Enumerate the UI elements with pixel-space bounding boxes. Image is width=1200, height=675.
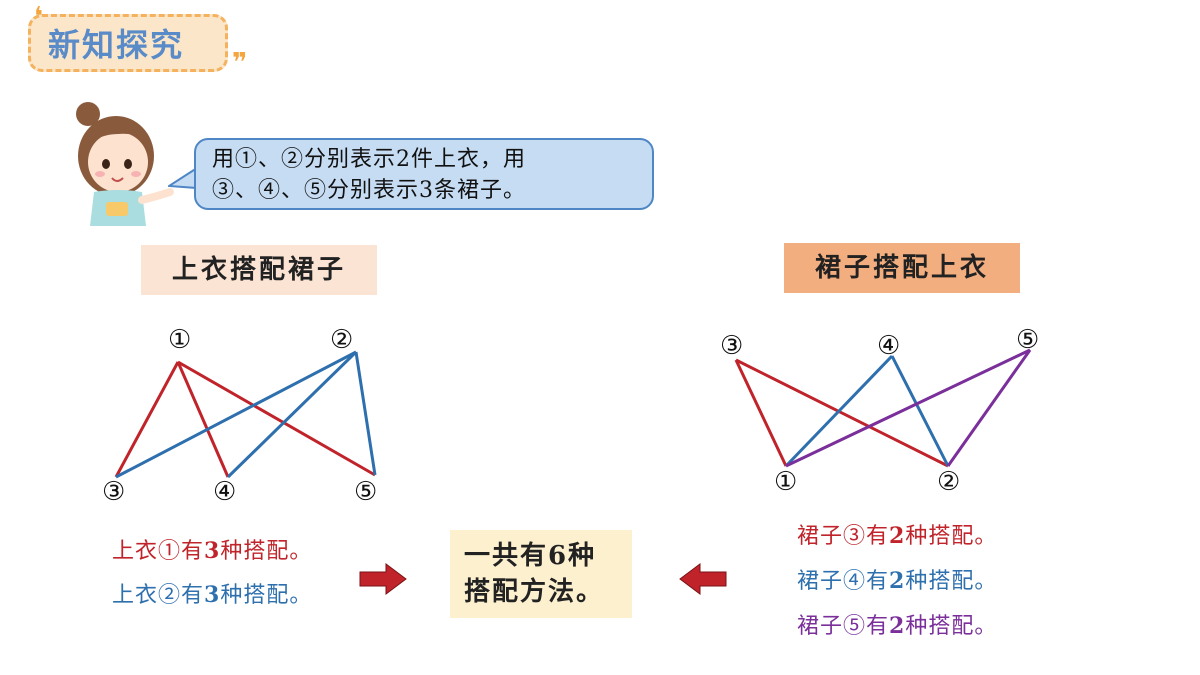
node-top-3: ③ [720,331,743,361]
line-4-2 [890,355,950,467]
arrow-right-icon [359,563,407,595]
tag-skirts-match-tops: 裙子搭配上衣 [784,243,1020,293]
node-top-5: ⑤ [1016,325,1039,355]
statement-count: 3 [204,538,221,564]
arrow-left-icon [679,563,727,595]
line-2-5 [354,351,377,476]
node-bottom-5: ⑤ [354,477,377,507]
node-bottom-1: ① [774,467,797,497]
result-box: 一共有6种 搭配方法。 [450,530,632,618]
statement-text: 裙子④有 [797,569,890,594]
line-1-3 [114,361,180,478]
close-quote-icon: ❞ [232,48,248,78]
node-top-2: ② [330,325,353,355]
statement-top-2: 上衣②有3种搭配。 [112,580,312,611]
girl-avatar [76,102,174,226]
statement-text: 上衣②有 [112,583,205,608]
tag-tops-match-skirts: 上衣搭配裙子 [141,245,377,295]
statement-count: 2 [889,613,906,639]
line-1-5 [177,360,376,477]
statement-count: 3 [204,582,221,608]
statement-text: 种搭配。 [905,524,998,549]
line-4-1 [784,354,894,468]
result-line-1: 一共有6种 [464,541,597,571]
line-3-1 [734,359,788,467]
line-2-4 [226,350,358,479]
speech-line-1: 用①、②分别表示2件上衣，用 [212,147,526,172]
badge-card [28,14,228,72]
statement-count: 2 [889,523,906,549]
section-title: 新知探究 [48,26,185,64]
statement-top-1: 上衣①有3种搭配。 [112,536,312,567]
statement-text: 种搭配。 [905,614,998,639]
node-top-4: ④ [877,331,900,361]
node-bottom-4: ④ [213,477,236,507]
line-5-2 [946,349,1032,467]
statement-skirt-3: 裙子③有2种搭配。 [797,521,997,552]
section-badge: ❛ 新知探究 ❞ [28,2,247,78]
result-line-2: 搭配方法。 [464,577,605,607]
line-1-4 [176,361,230,478]
statement-text: 上衣①有 [112,539,205,564]
statement-skirt-5: 裙子⑤有2种搭配。 [797,611,997,642]
statement-skirt-4: 裙子④有2种搭配。 [797,566,997,597]
line-2-3 [115,350,357,479]
open-quote-icon: ❛ [34,2,44,32]
statement-text: 裙子⑤有 [797,614,890,639]
node-bottom-2: ② [937,467,960,497]
line-3-2 [735,358,949,468]
node-bottom-3: ③ [102,477,125,507]
statement-text: 种搭配。 [905,569,998,594]
statement-text: 裙子③有 [797,524,890,549]
statement-text: 种搭配。 [220,583,313,608]
node-top-1: ① [168,325,191,355]
speech-bubble: 用①、②分别表示2件上衣，用 ③、④、⑤分别表示3条裙子。 [194,138,654,210]
speech-line-2: ③、④、⑤分别表示3条裙子。 [212,178,526,203]
line-5-1 [785,348,1031,468]
left-matching-diagram: ① ② ③ ④ ⑤ [102,325,377,507]
statement-text: 种搭配。 [220,539,313,564]
statement-count: 2 [889,568,906,594]
right-matching-diagram: ③ ④ ⑤ ① ② [720,325,1039,497]
